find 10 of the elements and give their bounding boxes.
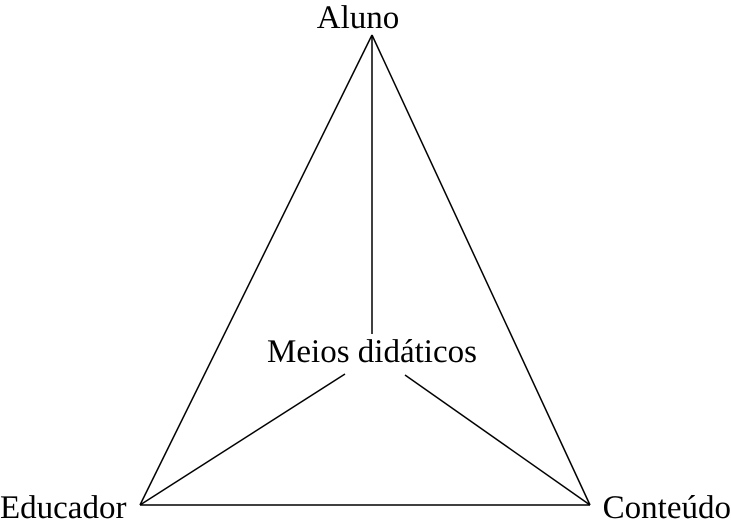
connector-line — [371, 35, 373, 334]
connector-line — [371, 34, 591, 506]
connector-line — [139, 34, 373, 506]
node-label: Aluno — [300, 0, 416, 36]
node-label: Meios didáticos — [258, 330, 486, 376]
node-label: Conteúdo — [590, 490, 731, 527]
connector-line — [140, 373, 346, 506]
connector-line — [140, 504, 590, 506]
node-label: Educador — [0, 490, 140, 527]
connector-line — [404, 374, 590, 506]
